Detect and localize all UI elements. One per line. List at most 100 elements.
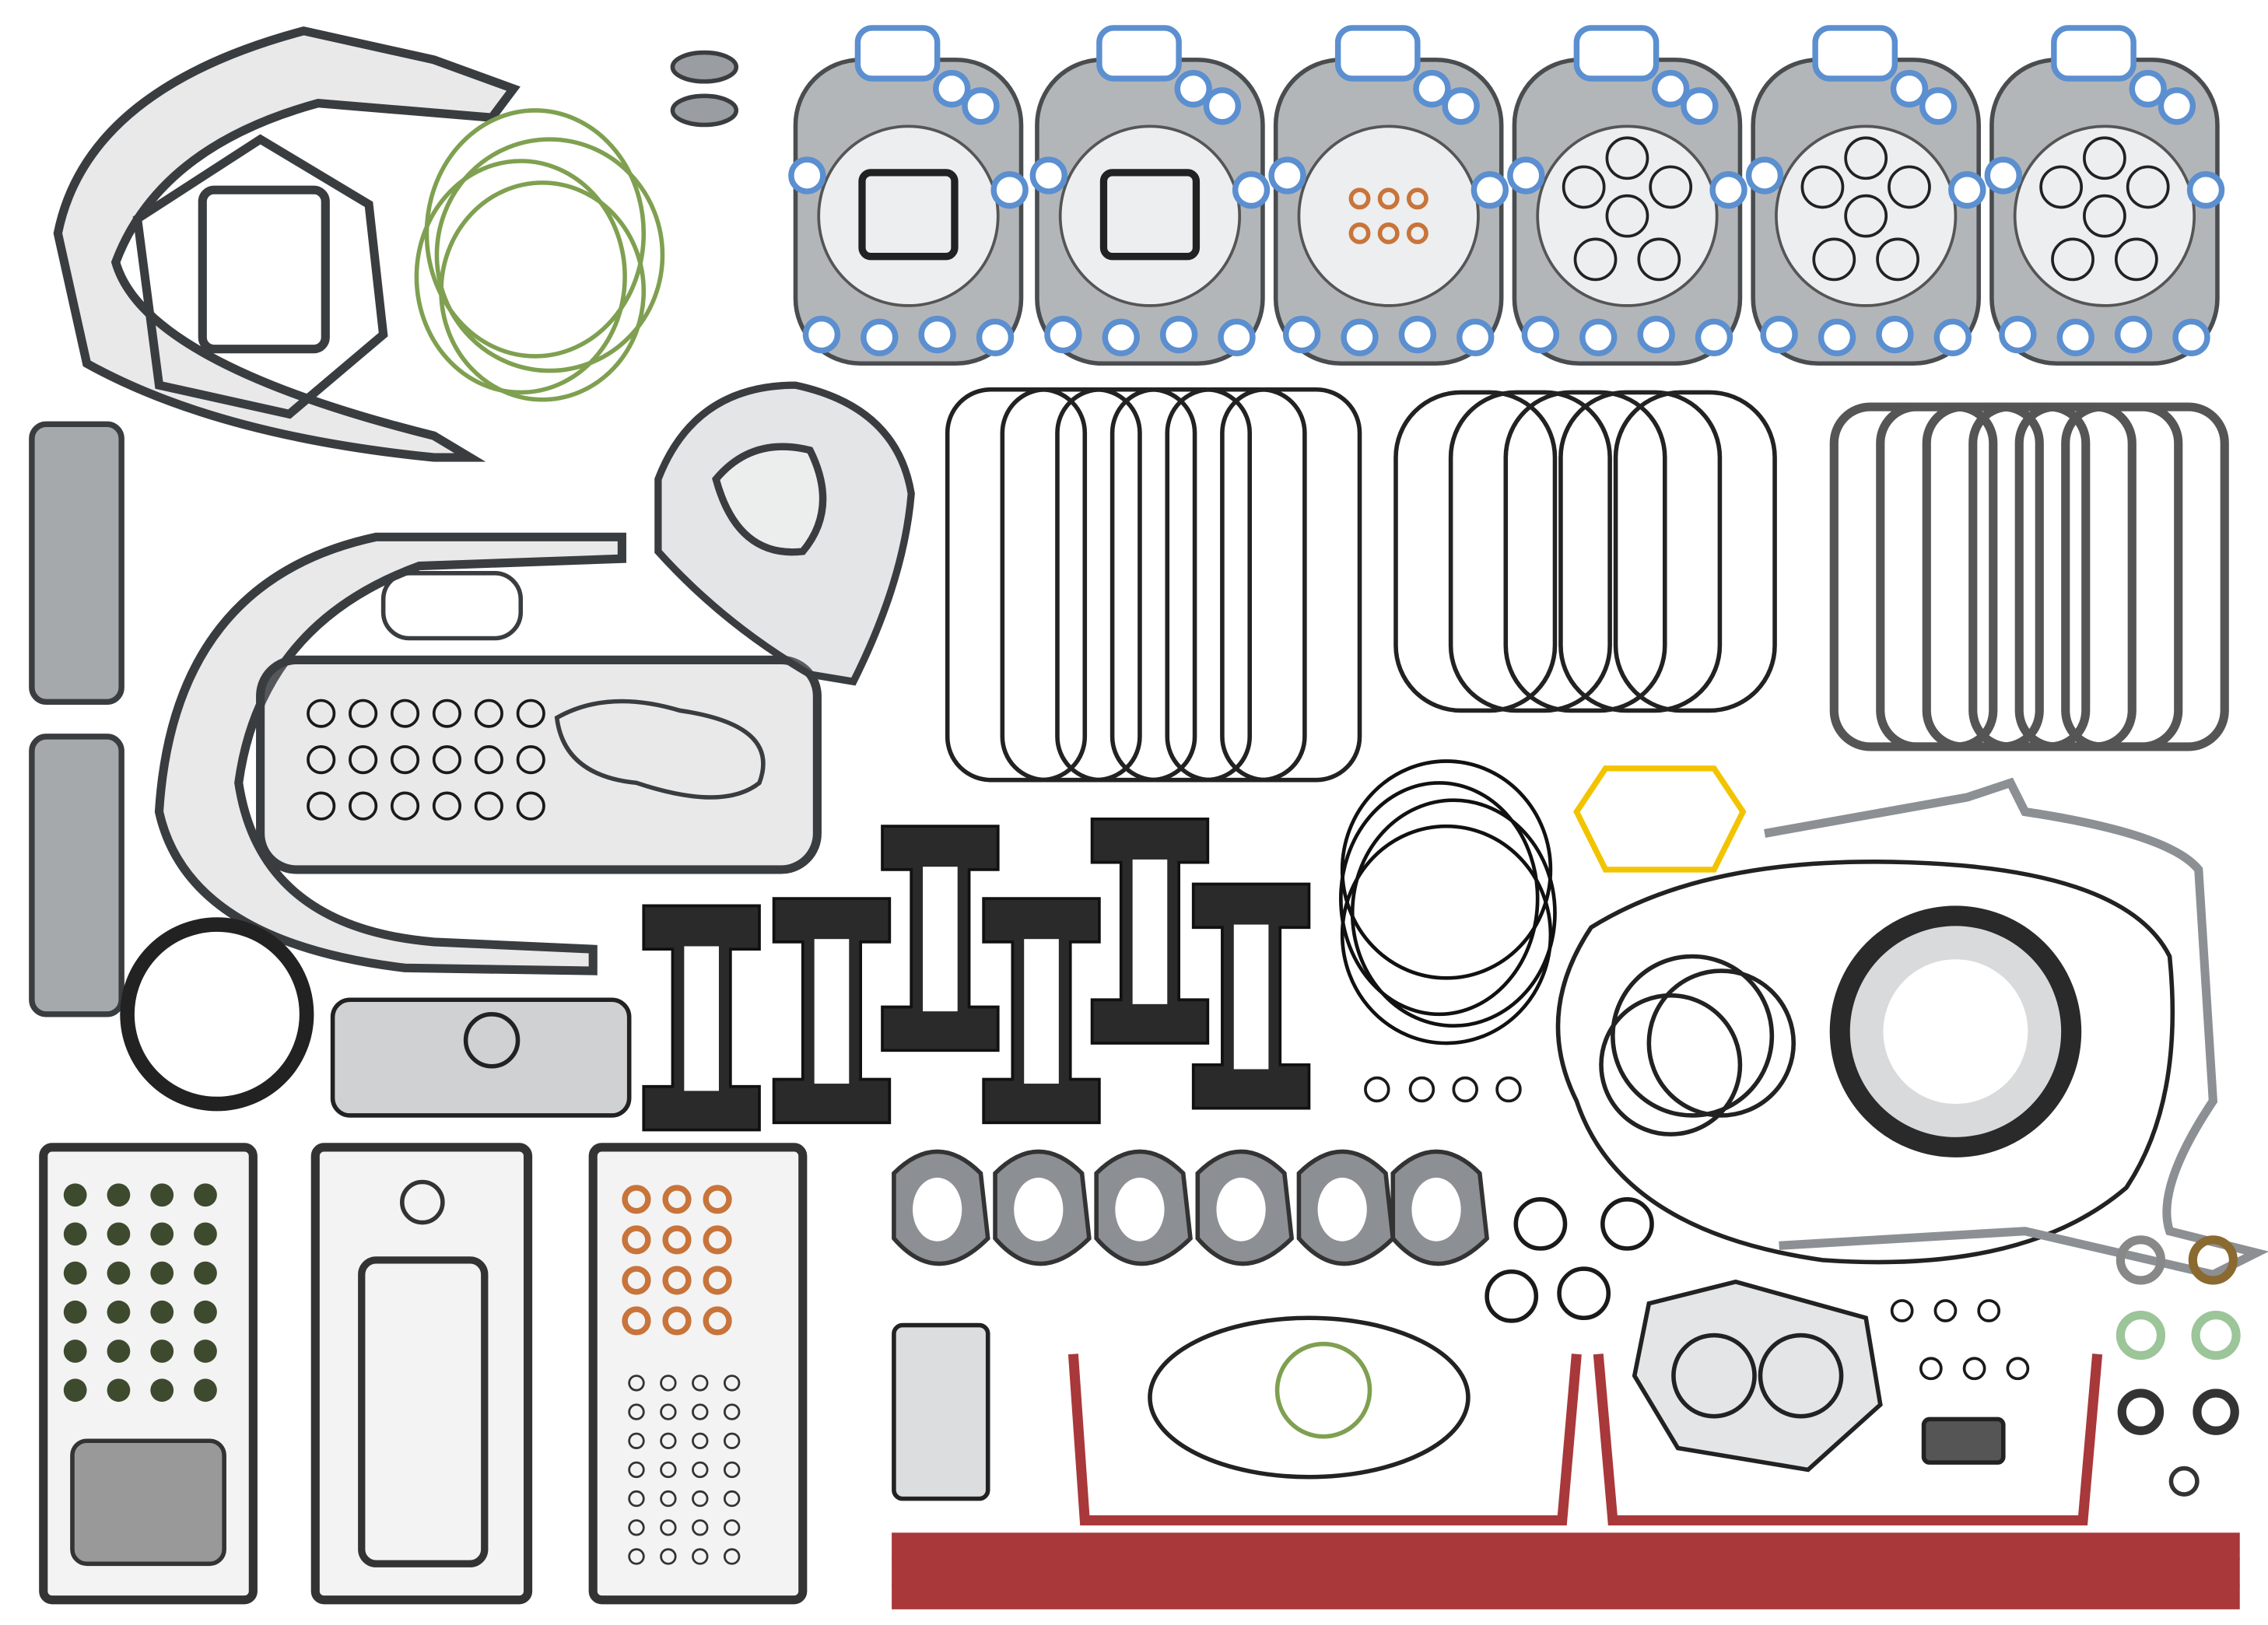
valve-stem-seal xyxy=(107,1340,131,1363)
copper-washer xyxy=(1377,187,1400,210)
intake-manifold-gasket xyxy=(1191,882,1311,1110)
small-o-ring xyxy=(692,1490,709,1508)
small-o-ring xyxy=(660,1432,677,1449)
gasket-opening xyxy=(814,939,850,1084)
valve-stem-seal xyxy=(150,1340,174,1363)
small-o-rings xyxy=(307,699,2030,1381)
copper-washer xyxy=(1406,222,1428,244)
o-ring xyxy=(1844,194,1888,238)
blue-seal-tab xyxy=(2051,25,2137,82)
blue-port-seal xyxy=(1709,171,1747,209)
blue-port-seal xyxy=(1579,318,1618,356)
intake-manifold-gasket xyxy=(881,825,1000,1052)
small-o-ring xyxy=(628,1403,645,1420)
valve-stem-seal xyxy=(150,1261,174,1285)
blue-port-seal xyxy=(2172,318,2210,356)
small-o-ring xyxy=(723,1403,741,1420)
gasket-port xyxy=(1411,1177,1461,1242)
copper-washer xyxy=(703,1185,732,1214)
small-o-ring xyxy=(723,1432,741,1449)
blue-port-seal xyxy=(1398,315,1437,354)
blue-port-seal xyxy=(1948,171,1986,209)
o-ring xyxy=(474,699,503,728)
o-ring xyxy=(1573,237,1618,282)
o-ring xyxy=(1812,237,1856,282)
blue-seal-tab xyxy=(1096,25,1182,82)
blue-port-seal xyxy=(1984,156,2022,194)
o-ring xyxy=(1485,1269,1539,1323)
valve-stem-seal xyxy=(107,1378,131,1403)
intake-manifold-gaskets xyxy=(642,818,1311,1132)
turbo-gasket xyxy=(70,1438,226,1567)
bore xyxy=(817,124,1000,307)
small-o-ring xyxy=(692,1432,709,1449)
valve-cover-gasket xyxy=(1165,387,1307,783)
cylinder-head-gasket xyxy=(1507,25,1747,366)
blue-port-seal xyxy=(1203,87,1242,125)
copper-washer xyxy=(622,1266,651,1295)
blue-port-seal xyxy=(1268,156,1306,194)
blue-port-seal xyxy=(788,156,826,194)
o-ring xyxy=(1649,165,1693,209)
valve-stem-seal xyxy=(107,1183,131,1207)
copper-washer xyxy=(1348,187,1371,210)
valve-cover-gasket xyxy=(1448,390,1612,713)
cylinder-head-gasket xyxy=(1268,25,1509,366)
valve-cover-gasket xyxy=(1220,387,1362,783)
o-ring xyxy=(2126,165,2170,209)
small-flange-gaskets xyxy=(670,50,739,128)
o-ring xyxy=(1605,194,1649,238)
blue-port-seal xyxy=(1652,69,1690,108)
exhaust-gasket xyxy=(1296,1149,1396,1266)
o-ring xyxy=(1605,136,1649,180)
valve-stem-seal xyxy=(194,1222,217,1246)
rear-cover-gray-gasket xyxy=(1764,777,2268,1280)
intake-manifold-gasket xyxy=(772,897,892,1125)
valve-cover-gasket xyxy=(1393,390,1558,713)
blue-port-seal xyxy=(2114,315,2153,354)
blue-port-seal xyxy=(1218,318,1256,356)
o-ring xyxy=(474,791,503,821)
o-ring xyxy=(1495,1076,1522,1103)
o-ring xyxy=(1557,1266,1611,1321)
gasket-opening xyxy=(1132,859,1168,1004)
blue-port-seal xyxy=(918,315,956,354)
small-o-ring xyxy=(692,1519,709,1536)
small-o-ring xyxy=(660,1403,677,1420)
o-ring xyxy=(1637,237,1681,282)
copper-washer xyxy=(662,1225,692,1255)
valve-stem-seal xyxy=(107,1261,131,1285)
o-ring xyxy=(2083,194,2126,238)
small-o-ring xyxy=(660,1490,677,1508)
copper-washer xyxy=(622,1306,651,1336)
bore xyxy=(1297,124,1480,307)
exhaust-gasket xyxy=(993,1149,1092,1266)
cylinder-head-gasket xyxy=(1029,25,1271,366)
valve-stem-seal xyxy=(194,1300,217,1324)
blue-seal-tab xyxy=(1573,25,1660,82)
gasket-port xyxy=(1317,1177,1367,1242)
o-ring xyxy=(1888,165,1931,209)
cylinder-head-gasket xyxy=(788,25,1029,366)
o-ring xyxy=(1962,1357,1986,1381)
o-ring xyxy=(516,745,545,775)
exhaust-manifold-gaskets xyxy=(892,1149,1490,1266)
blue-port-seal xyxy=(1102,318,1140,356)
blue-port-seal xyxy=(1681,87,1719,125)
crankshaft-seal-front xyxy=(120,917,314,1112)
copper-washer xyxy=(622,1225,651,1255)
o-ring xyxy=(349,745,378,775)
o-ring xyxy=(432,745,462,775)
o-ring xyxy=(390,699,420,728)
o-ring xyxy=(2083,136,2126,180)
blue-port-seal xyxy=(1933,318,1972,356)
small-o-ring xyxy=(723,1461,741,1479)
timing-cover-gasket xyxy=(53,26,521,462)
valve-stem-seal xyxy=(150,1222,174,1246)
copper-washer xyxy=(703,1306,732,1336)
o-ring xyxy=(390,791,420,821)
o-ring xyxy=(432,791,462,821)
exhaust-gasket xyxy=(1390,1149,1490,1266)
o-ring xyxy=(349,791,378,821)
blue-port-seal xyxy=(1818,318,1856,356)
